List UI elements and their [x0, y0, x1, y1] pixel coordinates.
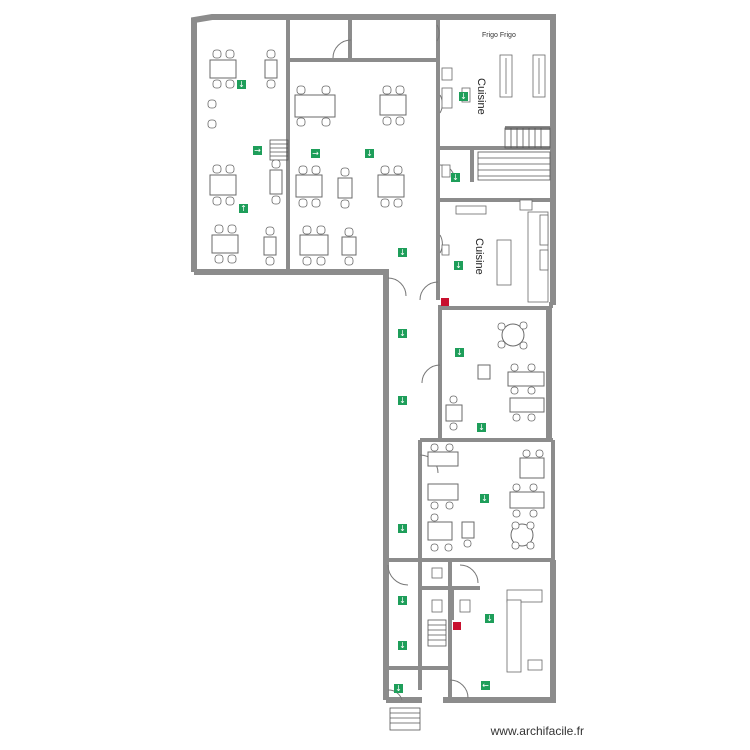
door-swing — [449, 679, 469, 699]
door-swing — [459, 564, 479, 584]
table — [509, 491, 545, 509]
exit-arrow-icon: ↓ — [477, 423, 486, 432]
table — [294, 94, 336, 118]
table — [269, 169, 283, 195]
exit-arrow-icon: ↓ — [455, 348, 464, 357]
table — [337, 177, 353, 199]
table — [263, 236, 277, 256]
table — [427, 483, 459, 501]
bar-counter — [506, 589, 543, 603]
stairs — [269, 127, 551, 731]
svg-text:↓: ↓ — [366, 149, 373, 158]
table — [509, 397, 545, 413]
exit-arrow-icon: → — [253, 146, 262, 155]
door-swing — [332, 39, 352, 59]
door-swing — [387, 564, 409, 586]
svg-text:↓: ↓ — [481, 494, 488, 503]
exit-arrow-icon: ↓ — [454, 261, 463, 270]
table — [477, 364, 491, 380]
svg-text:↓: ↓ — [399, 329, 406, 338]
svg-text:→: → — [312, 149, 319, 158]
door-swing — [387, 277, 407, 297]
svg-text:↓: ↓ — [455, 261, 462, 270]
table — [427, 521, 453, 541]
table — [461, 521, 475, 539]
interior-walls — [286, 20, 555, 700]
table — [507, 371, 545, 387]
fire-extinguisher-icon — [453, 622, 461, 630]
door-swing — [419, 281, 439, 301]
exit-arrow-icon: ↓ — [480, 494, 489, 503]
table — [519, 457, 545, 479]
table — [209, 174, 237, 196]
svg-text:↓: ↓ — [399, 248, 406, 257]
exit-arrow-icon: ↓ — [398, 596, 407, 605]
exterior-walls — [191, 14, 556, 703]
chairs — [207, 49, 544, 552]
svg-text:↓: ↓ — [456, 348, 463, 357]
kitchen-labels: Frigo Frigo Cuisine Cuisine — [473, 32, 516, 275]
svg-text:↑: ↑ — [240, 204, 247, 213]
exit-arrow-icon: ↓ — [398, 641, 407, 650]
door-swing — [421, 364, 441, 384]
svg-text:↓: ↓ — [460, 92, 467, 101]
svg-text:↓: ↓ — [399, 524, 406, 533]
exit-arrow-icon: ← — [481, 681, 490, 690]
svg-text:↓: ↓ — [399, 641, 406, 650]
round-table — [501, 323, 525, 347]
door-swing — [439, 234, 443, 254]
exit-arrow-icon: ↓ — [237, 80, 246, 89]
dining-tables — [209, 59, 545, 547]
fire-extinguisher-icon — [441, 298, 449, 306]
kitchen-label-top: Cuisine — [475, 78, 487, 115]
svg-text:↓: ↓ — [399, 396, 406, 405]
exit-arrow-icon: ↓ — [394, 684, 403, 693]
frigo-label: Frigo Frigo — [482, 32, 516, 39]
exit-arrow-icon: ↓ — [451, 173, 460, 182]
exit-arrow-icon: ↓ — [365, 149, 374, 158]
svg-text:↓: ↓ — [452, 173, 459, 182]
table — [299, 234, 329, 256]
table — [445, 404, 463, 422]
round-table — [510, 523, 534, 547]
watermark: www.archifacile.fr — [490, 724, 584, 738]
exit-arrow-icon: ↑ — [239, 204, 248, 213]
table — [427, 451, 459, 467]
exit-arrow-icon: → — [311, 149, 320, 158]
kitchen-equipment — [431, 54, 549, 673]
kitchen-label-mid: Cuisine — [473, 238, 485, 275]
table — [264, 59, 278, 79]
svg-text:↓: ↓ — [478, 423, 485, 432]
exit-arrow-icon: ↓ — [459, 92, 468, 101]
svg-text:↓: ↓ — [395, 684, 402, 693]
table — [211, 234, 239, 254]
door-swing — [436, 24, 440, 42]
doors — [332, 24, 479, 701]
svg-text:↓: ↓ — [399, 596, 406, 605]
svg-text:←: ← — [482, 681, 489, 690]
svg-text:↓: ↓ — [486, 614, 493, 623]
exit-arrow-icon: ↓ — [485, 614, 494, 623]
bar-counter — [527, 659, 543, 671]
table — [379, 94, 407, 116]
exit-arrow-icon: ↓ — [398, 524, 407, 533]
table — [341, 236, 357, 256]
fire-equipment — [441, 298, 461, 630]
table — [377, 174, 405, 198]
exit-arrow-icon: ↓ — [398, 329, 407, 338]
svg-text:↓: ↓ — [238, 80, 245, 89]
exit-arrow-icon: ↓ — [398, 248, 407, 257]
prep-island — [496, 239, 512, 286]
table — [209, 59, 237, 79]
exit-arrow-icon: ↓ — [398, 396, 407, 405]
bar-counter — [506, 599, 522, 673]
table — [295, 174, 323, 198]
exit-signs: ↓ → ↑ → ↓ ↓ ↓ ↓ ↓ ↓ ↓ ↓ ↓ ↓ ↓ ↓ ↓ ↓ ↓ ← — [237, 80, 494, 693]
svg-text:→: → — [254, 146, 261, 155]
